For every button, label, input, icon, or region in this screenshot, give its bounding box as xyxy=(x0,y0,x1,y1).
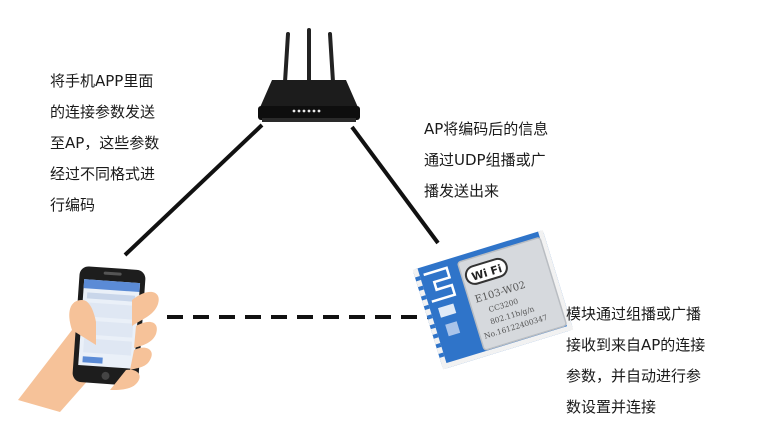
router-to-module-line xyxy=(350,125,440,245)
hand-holding-phone-icon xyxy=(18,266,159,412)
ap-caption: AP将编码后的信息 通过UDP组播或广 播发送出来 xyxy=(424,120,549,200)
wifi-module-icon: Wi Fi E103-W02 CC3200 802.11b/g/n No.161… xyxy=(412,230,574,370)
module-caption: 模块通过组播或广播 接收到来自AP的连接 参数，并自动进行参 数设置并连接 xyxy=(566,305,706,416)
phone-caption: 将手机APP里面 的连接参数发送 至AP，这些参数 经过不同格式进 行编码 xyxy=(50,72,160,214)
phone-to-router-line xyxy=(123,123,264,257)
router-icon xyxy=(258,28,360,122)
